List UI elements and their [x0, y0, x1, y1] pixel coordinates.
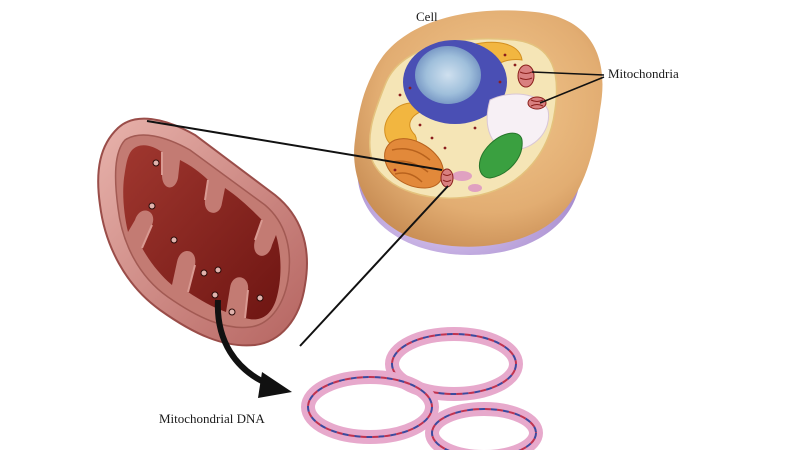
mitochondrion	[97, 117, 308, 347]
dna-ring	[385, 327, 523, 401]
callout-lines	[146, 71, 605, 347]
mitochondrial-dna-label: Mitochondrial DNA	[159, 411, 265, 426]
zoom-line-top	[146, 120, 443, 171]
ribosomes	[393, 53, 517, 172]
vesicle	[468, 184, 482, 192]
leader-mitochondria-1	[531, 71, 605, 76]
dna-rings	[301, 327, 543, 455]
cristae	[141, 152, 263, 319]
cell-mitochondrion	[440, 168, 454, 188]
mitochondria-label: Mitochondria	[608, 66, 679, 81]
vesicle	[452, 171, 472, 181]
chloroplast	[478, 132, 523, 179]
cell-mitochondrion	[517, 64, 535, 88]
dna-ring	[301, 370, 439, 444]
zoom-line-bottom	[299, 185, 449, 347]
mtdna-granules	[148, 159, 264, 316]
cell-mitochondrion	[527, 96, 547, 110]
arrow-to-dna	[214, 299, 292, 398]
leader-mitochondria-2	[539, 76, 605, 104]
dna-ring	[425, 402, 543, 455]
cell-label: Cell	[416, 9, 438, 24]
mitochondrion-matrix	[123, 145, 281, 320]
cell	[354, 10, 603, 255]
nucleus	[415, 46, 481, 104]
